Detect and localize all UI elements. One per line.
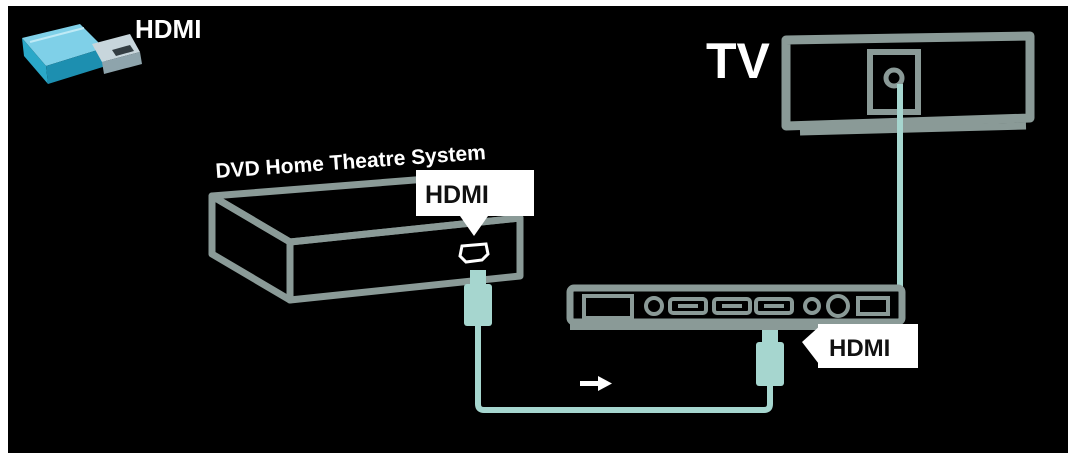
dvd-hdmi-port-icon <box>458 242 490 264</box>
dvd-box-illustration <box>208 174 524 304</box>
dvd-hdmi-label: HDMI <box>425 181 489 209</box>
hdmi-cable <box>464 270 784 413</box>
panel-hdmi-port-icon <box>712 297 752 315</box>
panel-hdmi-port-icon <box>668 297 708 315</box>
tv-connection-panel <box>566 284 906 330</box>
tv-hdmi-callout <box>802 324 918 368</box>
tv-hdmi-label: HDMI <box>829 335 890 362</box>
tv-illustration <box>781 31 1035 136</box>
header-title: HDMI <box>135 14 201 44</box>
tv-label: TV <box>706 33 771 89</box>
panel-hdmi-port-icon <box>754 297 794 315</box>
direction-arrow-icon <box>580 376 612 391</box>
dvd-hdmi-callout <box>416 170 534 236</box>
hdmi-plug-icon <box>22 24 142 84</box>
